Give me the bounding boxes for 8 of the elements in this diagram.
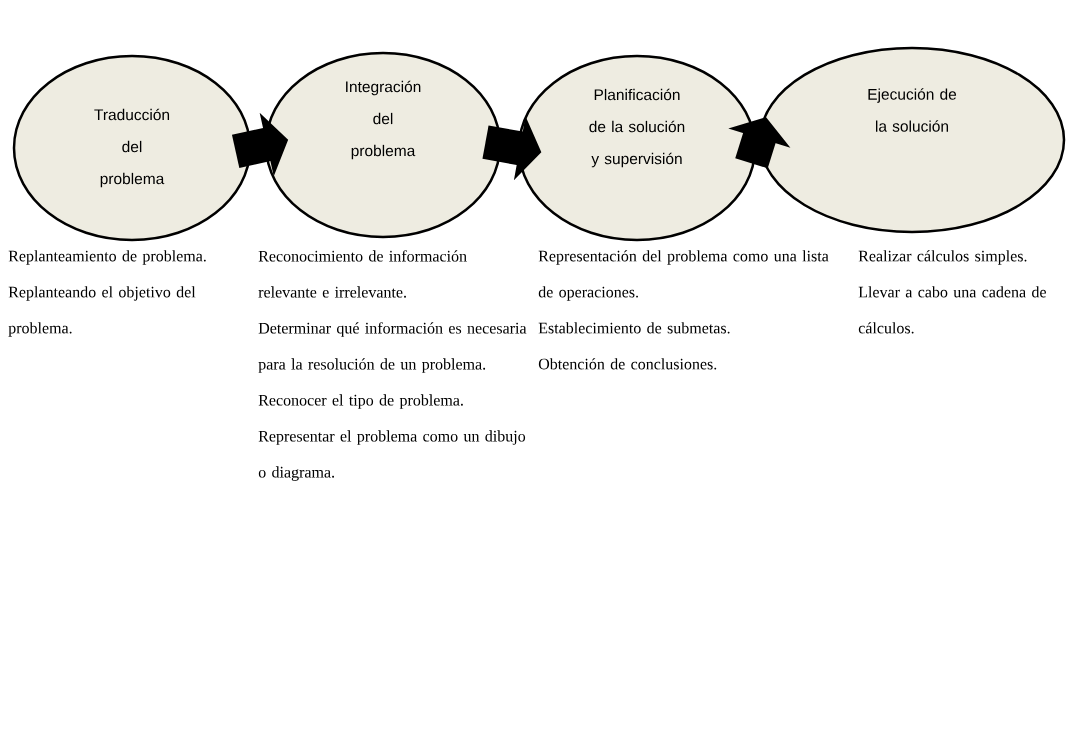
node-label: Reconocimiento de información relevante e irrelevante. (258, 250, 467, 298)
description-text: Realizar cálculos simples. Llevar a cabo una cadena de cálculos. (858, 250, 1046, 334)
node-label: Determinar qué información es necesaria para la resolución de un problema. (258, 322, 527, 373)
node-label: Reconocer el tipo de problema. (258, 394, 463, 409)
description-text: Representación del problema como una lista de operaciones. Establecimiento de submetas. Obtención de conclusiones. (538, 250, 829, 370)
description-text: Replanteamiento de problema. Replanteando el objetivo del problema. (8, 250, 206, 337)
description-text: Reconocimiento de información relevante e irrelevante. Determinar qué información es necesaria para la resolución de un problema. Reconocer el tipo de problema. Representar el problema como un dibujo o diagrama. (258, 250, 527, 481)
node-label: Representar el problema como un dibujo o diagrama. (258, 430, 526, 481)
